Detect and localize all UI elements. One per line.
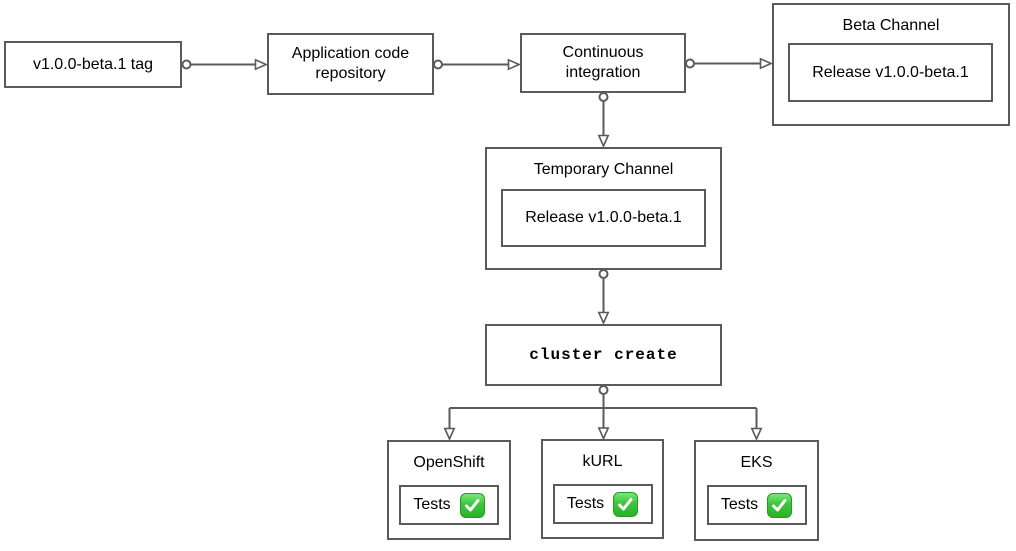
tests-label: Tests <box>720 496 759 513</box>
node-app-code-repository: Application code repository <box>267 33 434 95</box>
eks-tests-box: Tests <box>706 485 807 525</box>
arrowhead-icon <box>750 427 763 441</box>
eks-title: EKS <box>740 454 773 471</box>
node-continuous-integration-label: Continuous integration <box>562 44 644 81</box>
temporary-channel-title: Temporary Channel <box>533 161 674 178</box>
edge-source-dot <box>598 269 609 279</box>
edge-source-dot <box>433 59 443 70</box>
node-temporary-channel: Temporary Channel Release v1.0.0-beta.1 <box>485 147 722 270</box>
edge-cluster-split <box>448 394 758 429</box>
arrowhead-icon <box>597 311 610 325</box>
check-icon <box>767 492 793 518</box>
temporary-channel-release-label: Release v1.0.0-beta.1 <box>525 209 682 226</box>
kurl-tests-box: Tests <box>552 484 653 524</box>
node-beta-channel: Beta Channel Release v1.0.0-beta.1 <box>772 3 1010 126</box>
node-cluster-create-label: cluster create <box>529 346 678 364</box>
kurl-title: kURL <box>582 453 623 470</box>
node-eks: EKS Tests <box>694 440 819 541</box>
arrowhead-icon <box>759 57 773 70</box>
check-icon <box>613 491 639 517</box>
node-cluster-create: cluster create <box>485 324 722 386</box>
arrowhead-icon <box>254 58 268 71</box>
edge-source-dot <box>685 58 695 69</box>
node-version-tag-label: v1.0.0-beta.1 tag <box>32 55 154 73</box>
edge-source-dot <box>598 385 609 395</box>
node-app-code-repository-label: Application code repository <box>291 45 410 82</box>
node-version-tag: v1.0.0-beta.1 tag <box>4 41 182 88</box>
temporary-channel-release: Release v1.0.0-beta.1 <box>501 189 706 247</box>
openshift-tests-box: Tests <box>399 485 499 525</box>
arrowhead-icon <box>443 427 456 441</box>
arrowhead-icon <box>597 427 610 441</box>
edge-source-dot <box>598 92 609 102</box>
arrowhead-icon <box>507 58 521 71</box>
node-kurl: kURL Tests <box>541 439 664 539</box>
node-openshift: OpenShift Tests <box>387 440 511 540</box>
openshift-title: OpenShift <box>413 454 485 471</box>
beta-channel-release: Release v1.0.0-beta.1 <box>788 43 993 102</box>
tests-label: Tests <box>413 496 451 513</box>
beta-channel-title: Beta Channel <box>842 17 940 34</box>
beta-channel-release-label: Release v1.0.0-beta.1 <box>812 63 969 81</box>
tests-label: Tests <box>566 495 605 512</box>
node-continuous-integration: Continuous integration <box>520 33 686 93</box>
arrowhead-icon <box>597 134 610 148</box>
edge-source-dot <box>181 59 192 70</box>
check-icon <box>459 492 485 518</box>
